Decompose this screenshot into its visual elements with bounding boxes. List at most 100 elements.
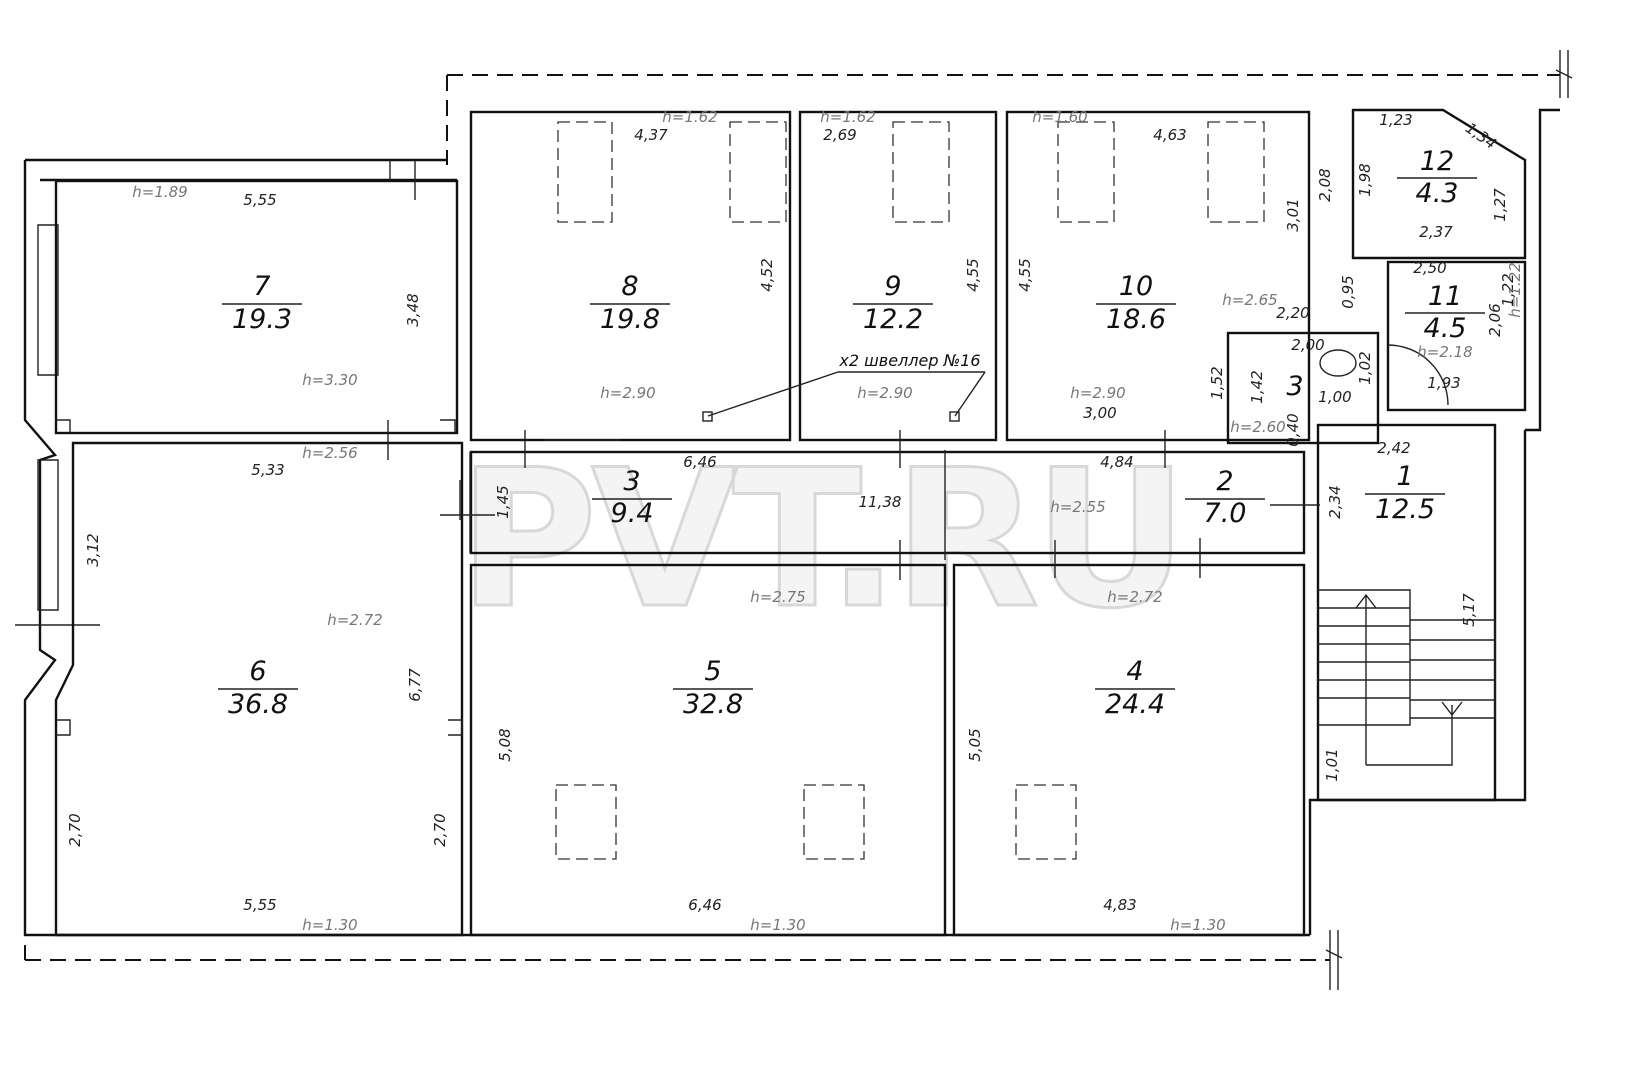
height-label: h=3.30 <box>302 371 357 389</box>
height-label: h=2.90 <box>600 384 655 402</box>
dim-label: 2,08 <box>1316 168 1334 201</box>
dim-label: 2,20 <box>1276 304 1309 322</box>
room-3-area: 9.4 <box>611 498 654 529</box>
room-9-area: 12.2 <box>863 304 923 335</box>
dim-label: 1,52 <box>1208 366 1226 399</box>
room-1-number: 1 <box>1396 461 1413 492</box>
room-7: 7 19.3 <box>54 160 459 435</box>
channel-note: x2 швеллер №16 <box>838 351 980 370</box>
dim-label: 2,00 <box>1291 336 1324 354</box>
room-11-area: 4.5 <box>1424 313 1467 344</box>
dim-label: 5,08 <box>496 728 514 761</box>
room-7-area: 19.3 <box>232 304 292 335</box>
dim-label: 1,02 <box>1356 351 1374 384</box>
dim-label: 5,05 <box>966 728 984 761</box>
room-11: 11 4.5 <box>1386 260 1527 412</box>
room-6: 6 36.8 <box>54 441 464 937</box>
dim-label: 2,70 <box>66 813 84 846</box>
dim-label: 1,01 <box>1323 748 1341 781</box>
room-2-area: 7.0 <box>1204 498 1247 529</box>
dim-label: 5,55 <box>243 896 276 914</box>
dim-label: 1,93 <box>1427 374 1460 392</box>
dim-label: 3,48 <box>404 293 422 326</box>
height-label: h=2.56 <box>302 444 357 462</box>
dim-label: 2,42 <box>1377 439 1410 457</box>
height-label: h=1.30 <box>302 916 357 934</box>
height-label: h=2.90 <box>1070 384 1125 402</box>
room-9-number: 9 <box>884 271 901 302</box>
dim-label: 2,34 <box>1326 485 1344 518</box>
watermark: PVT.RU <box>458 429 1182 650</box>
dim-label: 1,27 <box>1491 188 1509 222</box>
door-marks <box>387 420 1320 580</box>
room-5: 5 32.8 <box>469 563 947 937</box>
dim-label: 1,34 <box>1462 119 1500 153</box>
dim-label: 5,33 <box>251 461 284 479</box>
dim-label: 4,55 <box>964 258 982 291</box>
dim-label: 1,98 <box>1356 163 1374 196</box>
dim-label: 2,06 <box>1486 303 1504 336</box>
height-label: h=1.22 <box>1506 262 1524 317</box>
height-label: h=1.89 <box>132 183 187 201</box>
dim-label: 0,95 <box>1339 275 1357 308</box>
dim-label: 2,70 <box>431 813 449 846</box>
height-labels: h=1.89 h=3.30 h=1.62 h=2.90 h=1.62 h=2.9… <box>132 108 1524 934</box>
height-label: h=2.72 <box>327 611 382 629</box>
dim-label: 0,40 <box>1284 413 1302 446</box>
dim-label: 1,23 <box>1379 111 1412 129</box>
room-4: 4 24.4 <box>952 563 1306 937</box>
dim-label: 1,00 <box>1318 388 1351 406</box>
room-12-number: 12 <box>1420 146 1454 177</box>
height-label: h=1.62 <box>820 108 875 126</box>
dim-label: 5,55 <box>243 191 276 209</box>
dim-label: 1,42 <box>1248 370 1266 403</box>
room-4-area: 24.4 <box>1105 689 1165 720</box>
height-label: h=2.55 <box>1050 498 1105 516</box>
room-8-area: 19.8 <box>600 304 660 335</box>
height-label: h=2.90 <box>857 384 912 402</box>
dim-label: 3,00 <box>1083 404 1116 422</box>
room-9: 9 12.2 <box>798 110 998 442</box>
room-8-number: 8 <box>621 271 638 302</box>
room-8: 8 19.8 <box>469 110 792 442</box>
room-5-number: 5 <box>704 656 721 687</box>
dim-label: 11,38 <box>859 493 902 511</box>
dim-label: 4,37 <box>634 126 668 144</box>
dim-label: 1,22 <box>1499 273 1517 306</box>
dim-label: 1,45 <box>494 485 512 518</box>
height-label: h=1.62 <box>662 108 717 126</box>
room-10-area: 18.6 <box>1106 304 1166 335</box>
dim-label: 5,17 <box>1460 593 1478 627</box>
room-12-area: 4.3 <box>1416 178 1459 209</box>
height-label: h=2.75 <box>750 588 805 606</box>
channel-annotation: x2 швеллер №16 <box>702 351 986 422</box>
room-3wc-number: 3 <box>1286 371 1303 402</box>
height-label: h=1.60 <box>1032 108 1087 126</box>
dim-label: 3,12 <box>84 533 102 566</box>
dim-label: 2,69 <box>823 126 856 144</box>
dim-label: 4,55 <box>1016 258 1034 291</box>
dim-label: 6,46 <box>683 453 716 471</box>
room-3-wc: 3 <box>1226 331 1380 445</box>
room-1-stair: 1 12.5 <box>1316 423 1497 802</box>
room-10: 10 18.6 <box>1005 110 1311 442</box>
dim-label: 4,83 <box>1103 896 1136 914</box>
dim-label: 2,50 <box>1413 259 1446 277</box>
room-7-number: 7 <box>253 271 270 302</box>
room-6-number: 6 <box>249 656 266 687</box>
dim-label: 4,84 <box>1100 453 1133 471</box>
room-12: 12 4.3 <box>1351 108 1527 260</box>
dim-label: 4,52 <box>758 258 776 291</box>
dim-label: 2,37 <box>1419 223 1453 241</box>
height-label: h=1.30 <box>1170 916 1225 934</box>
room-3-number: 3 <box>623 466 640 497</box>
height-label: h=2.60 <box>1230 418 1285 436</box>
height-label: h=2.72 <box>1107 588 1162 606</box>
room-4-number: 4 <box>1126 656 1143 687</box>
dim-label: 4,63 <box>1153 126 1186 144</box>
room-3-corridor: 3 9.4 2 7.0 <box>459 450 1306 555</box>
room-6-area: 36.8 <box>228 689 288 720</box>
dim-label: 6,77 <box>406 668 424 702</box>
dimension-labels: 5,55 3,48 4,37 4,52 2,69 4,55 4,55 4,63 … <box>66 111 1517 914</box>
